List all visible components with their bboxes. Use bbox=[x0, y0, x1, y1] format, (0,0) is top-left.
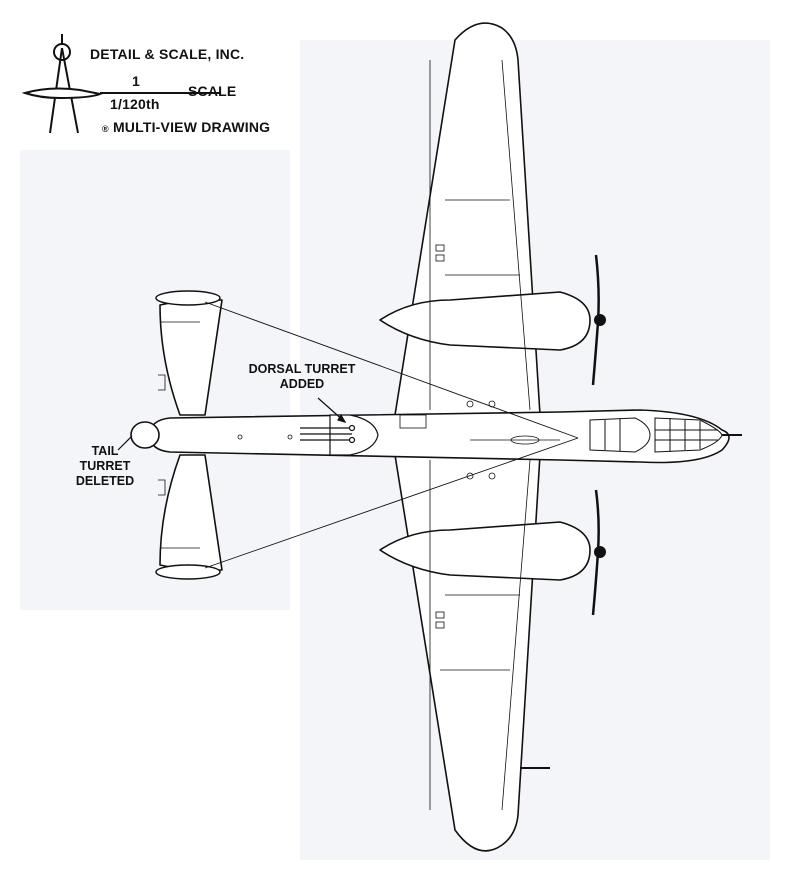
reference-line-2 bbox=[204, 437, 579, 569]
fuselage bbox=[149, 409, 730, 464]
compass-logo-icon bbox=[21, 34, 104, 134]
tail-turret-line3: DELETED bbox=[75, 474, 135, 488]
scale-bar bbox=[100, 92, 220, 94]
drawing-type: ® MULTI-VIEW DRAWING bbox=[102, 119, 270, 135]
scale-denominator: 1/120th bbox=[110, 96, 160, 112]
scale-numerator: 1 bbox=[132, 73, 140, 89]
upper-tail-fin bbox=[155, 290, 221, 306]
scale-word: SCALE bbox=[188, 83, 237, 99]
lower-wing bbox=[394, 454, 541, 852]
upper-spinner bbox=[594, 314, 606, 326]
upper-wing bbox=[394, 22, 541, 416]
tail-turret-line1: TAIL bbox=[91, 444, 119, 458]
dorsal-turret bbox=[329, 414, 379, 456]
lower-spinner bbox=[594, 546, 606, 558]
reference-line-1 bbox=[204, 301, 579, 439]
company-name: DETAIL & SCALE, INC. bbox=[90, 46, 245, 62]
lower-stabilizer bbox=[159, 454, 223, 571]
tail-turret-line2: TURRET bbox=[79, 459, 131, 473]
cockpit-canopy bbox=[589, 417, 651, 453]
drawing-type-text: MULTI-VIEW DRAWING bbox=[112, 119, 271, 135]
upper-stabilizer bbox=[159, 299, 223, 416]
tail-leader bbox=[117, 435, 133, 451]
upper-nacelle bbox=[379, 291, 591, 351]
paper-shadow-left bbox=[20, 150, 290, 610]
registered-mark: ® bbox=[102, 124, 109, 134]
tail-cone bbox=[130, 421, 160, 449]
lower-tail-fin bbox=[155, 564, 221, 580]
tail-turret-label: TAIL TURRET DELETED bbox=[75, 444, 135, 489]
logo-block: DETAIL & SCALE, INC. 1 SCALE 1/120th ® M… bbox=[20, 28, 280, 148]
dorsal-turret-label: DORSAL TURRET ADDED bbox=[242, 362, 362, 392]
dorsal-turret-line2: ADDED bbox=[279, 377, 325, 391]
dorsal-turret-line1: DORSAL TURRET bbox=[248, 362, 356, 376]
nose-glazing bbox=[654, 417, 723, 453]
lower-nacelle bbox=[379, 521, 591, 581]
